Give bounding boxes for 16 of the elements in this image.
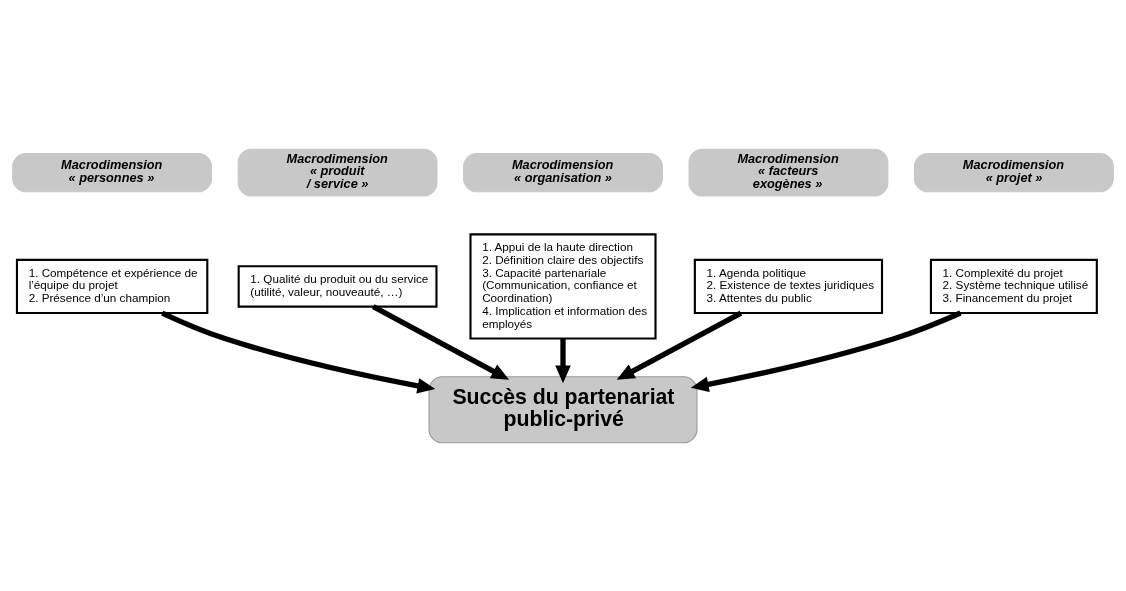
node-box: 1. Qualité du produit ou du service (utilité, valeur, nouveauté, …) — [237, 264, 438, 308]
node-box: 1. Compétence et expérience de l’équipe du projet 2. Présence d’un champion — [15, 258, 209, 314]
node-box: Succès du partenariat public-privé — [428, 375, 698, 443]
node-box: Macrodimension « produit / service » — [237, 148, 438, 197]
node-box: Macrodimension « projet » — [913, 152, 1114, 192]
arrow — [690, 310, 962, 392]
arrow — [161, 310, 436, 393]
node-box: 1. Complexité du projet 2. Système technique utilisé 3. Financement du projet — [929, 258, 1098, 314]
arrow — [372, 303, 510, 380]
arrow — [555, 338, 571, 383]
node-box: 1. Appui de la haute direction 2. Définition claire des objectifs 3. Capacité partenariale (Communication, confiance et Coordination) 4. Implication et information des employés — [469, 232, 657, 340]
arrow — [616, 310, 743, 380]
node-box: Macrodimension « personnes » — [12, 152, 213, 192]
node-box: Macrodimension « organisation » — [463, 152, 663, 192]
node-box: Macrodimension « facteurs exogènes » — [688, 148, 889, 197]
node-box: 1. Agenda politique 2. Existence de textes juridiques 3. Attentes du public — [693, 258, 884, 314]
